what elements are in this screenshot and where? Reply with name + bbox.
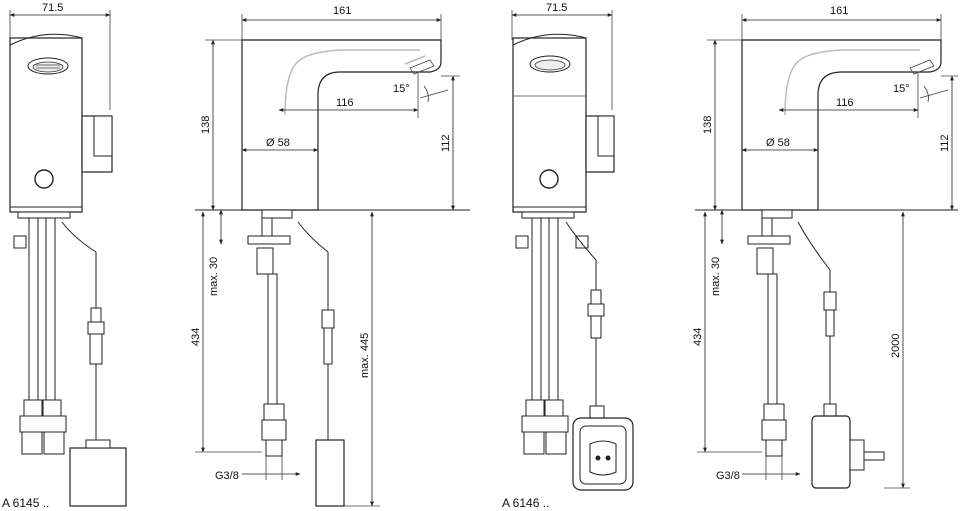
dim-width-front: 161 [333,5,351,17]
dim-width-front-b: 161 [830,5,848,17]
sensor-window-b [539,169,559,189]
dim-width-side-b: 71.5 [546,2,567,14]
dim-max-30: max. 30 [208,257,220,296]
battery-box-front [315,439,345,507]
dim-reach: 116 [336,97,354,109]
sensor-window [34,169,54,189]
dim-angle: 15° [393,83,410,95]
supply-hose [267,273,278,405]
dim-body-height-b: 138 [702,116,714,134]
dim-length-434: 434 [190,328,202,346]
plug-pin [863,451,885,461]
panel-a6146-side: 71.5 A 6146 .. [502,2,634,510]
dim-max-30-b: max. 30 [710,257,722,296]
dim-reach-b: 116 [836,97,854,109]
power-adapter-side [811,415,851,489]
supply-hose-left [28,217,39,401]
dim-angle-b: 15° [893,83,910,95]
dim-cable-2000: 2000 [890,334,902,358]
panel-a6145-front: 161 138 116 15° Ø 58 112 [190,5,470,507]
dim-max-445: max. 445 [359,333,371,378]
spout-profile [241,39,442,211]
dim-spout-height-b: 112 [939,134,951,152]
dim-body-height: 138 [200,116,212,134]
panel-a6145-side: 71.5 A 6145 .. [2,2,127,510]
battery-box [69,447,127,507]
dim-thread: G3/8 [215,470,239,482]
dim-thread-b: G3/8 [716,470,740,482]
model-label-a6145: A 6145 .. [2,496,49,510]
supply-hose-right [45,217,56,401]
panel-a6146-front: 161 138 116 15° Ø 58 112 [692,5,958,489]
dim-length-434-b: 434 [692,328,704,346]
euro-plug-icon [589,440,617,476]
spout-profile-b [741,39,942,211]
dim-diameter: Ø 58 [266,137,290,149]
dim-spout-height: 112 [440,134,452,152]
dim-diameter-b: Ø 58 [766,137,790,149]
dim-width-side: 71.5 [42,2,63,14]
model-label-a6146: A 6146 .. [502,496,549,510]
